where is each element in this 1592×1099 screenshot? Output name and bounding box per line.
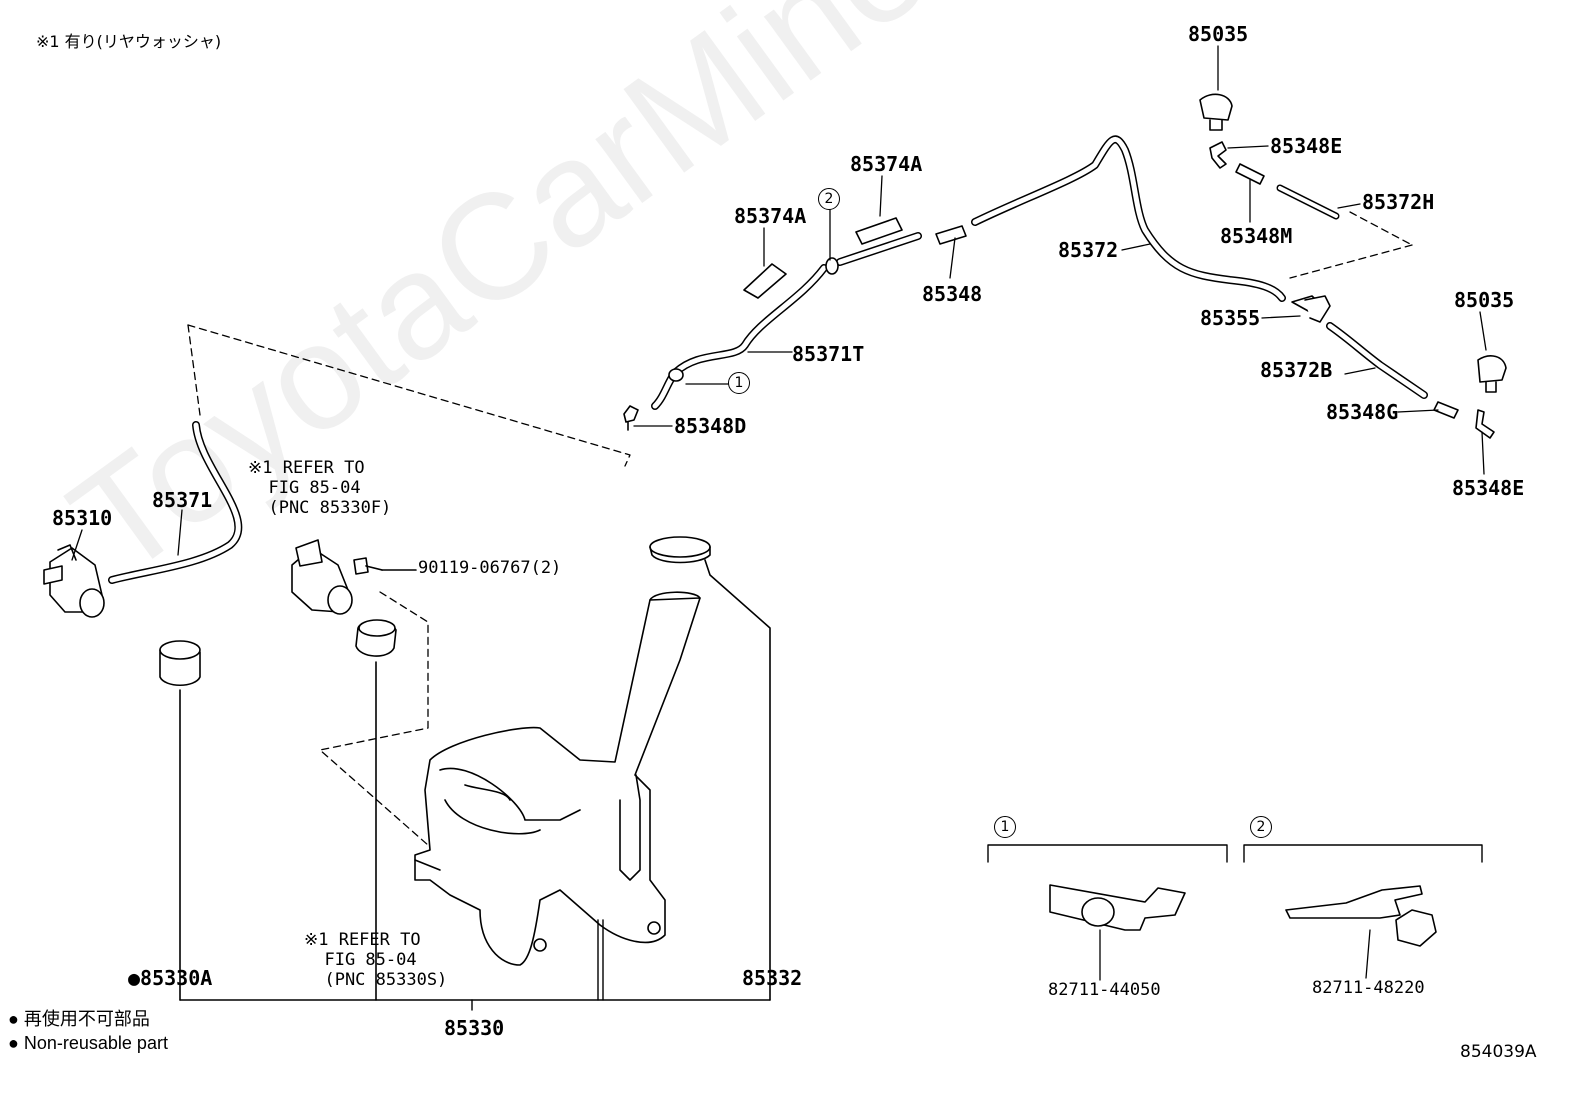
label-85035-right: 85035 (1454, 288, 1515, 312)
dashed-guides (187, 211, 1413, 861)
label-82711-44050: 82711-44050 (1048, 980, 1161, 1000)
label-85330A: ●85330A (128, 966, 213, 990)
washer-tank (414, 591, 701, 966)
connector-85348M (1235, 163, 1265, 185)
refer-note-85330S: ※1 REFER TO FIG 85-04 (PNC 85330S) (304, 930, 448, 990)
detail-clip-1 (987, 844, 1228, 981)
label-85348E-bottom: 85348E (1452, 476, 1525, 500)
sleeve-85374A-b (855, 217, 903, 245)
hose-85371 (108, 421, 243, 584)
legend-japanese: ● 再使用不可部品 (8, 1009, 150, 1029)
pump-rear (291, 539, 353, 615)
pump-85310 (43, 544, 105, 618)
label-85372B: 85372B (1260, 358, 1333, 382)
label-85332: 85332 (742, 966, 803, 990)
label-90119: 90119-06767(2) (418, 558, 562, 578)
hose-85372 (971, 135, 1286, 302)
diagram-id: 854039A (1460, 1042, 1537, 1062)
refer-note-85330F: ※1 REFER TO FIG 85-04 (PNC 85330F) (248, 458, 392, 518)
grommet-rear (355, 619, 397, 1001)
label-85348M: 85348M (1220, 224, 1293, 248)
hose-85371T (623, 232, 922, 431)
callout-2: 2 (818, 188, 840, 210)
nozzle-85035-top (1199, 93, 1233, 131)
label-85310: 85310 (52, 506, 113, 530)
hose-85372B (1326, 322, 1428, 399)
label-85355: 85355 (1200, 306, 1261, 330)
label-85330: 85330 (444, 1016, 505, 1040)
elbow-85348E-bottom (1475, 409, 1495, 439)
label-82711-48220: 82711-48220 (1312, 978, 1425, 998)
label-85348: 85348 (922, 282, 983, 306)
label-85374A-b: 85374A (850, 152, 923, 176)
connector-85348 (935, 225, 967, 245)
label-85348E-top: 85348E (1270, 134, 1343, 158)
grommet-85330A (159, 640, 201, 1001)
legend-english: ● Non-reusable part (8, 1033, 168, 1053)
sleeve-85374A-a (743, 263, 787, 299)
bolt-90119 (353, 557, 417, 575)
detail-clip-2 (1243, 844, 1483, 979)
label-85372H: 85372H (1362, 190, 1435, 214)
elbow-85348E-top (1209, 141, 1227, 169)
label-85371T: 85371T (792, 342, 865, 366)
cap-85332 (649, 536, 771, 1001)
callout-2-detail: 2 (1250, 816, 1272, 838)
label-85371: 85371 (152, 488, 213, 512)
callout-1-detail: 1 (994, 816, 1016, 838)
label-85348G: 85348G (1326, 400, 1399, 424)
label-85374A-a: 85374A (734, 204, 807, 228)
nozzle-85035-right (1477, 355, 1507, 393)
label-85372: 85372 (1058, 238, 1119, 262)
header-note: ※1 有り(リヤウォッシャ) (36, 32, 222, 51)
callout-1: 1 (728, 372, 750, 394)
label-85348D: 85348D (674, 414, 747, 438)
hose-85372H (1276, 184, 1340, 220)
connector-85348G (1433, 401, 1459, 419)
label-85035-top: 85035 (1188, 22, 1249, 46)
leader-lines (71, 45, 1487, 561)
non-reusable-marker: ● (128, 966, 141, 990)
bracket-85330 (179, 919, 771, 1011)
tjoint-85355 (1291, 295, 1331, 323)
